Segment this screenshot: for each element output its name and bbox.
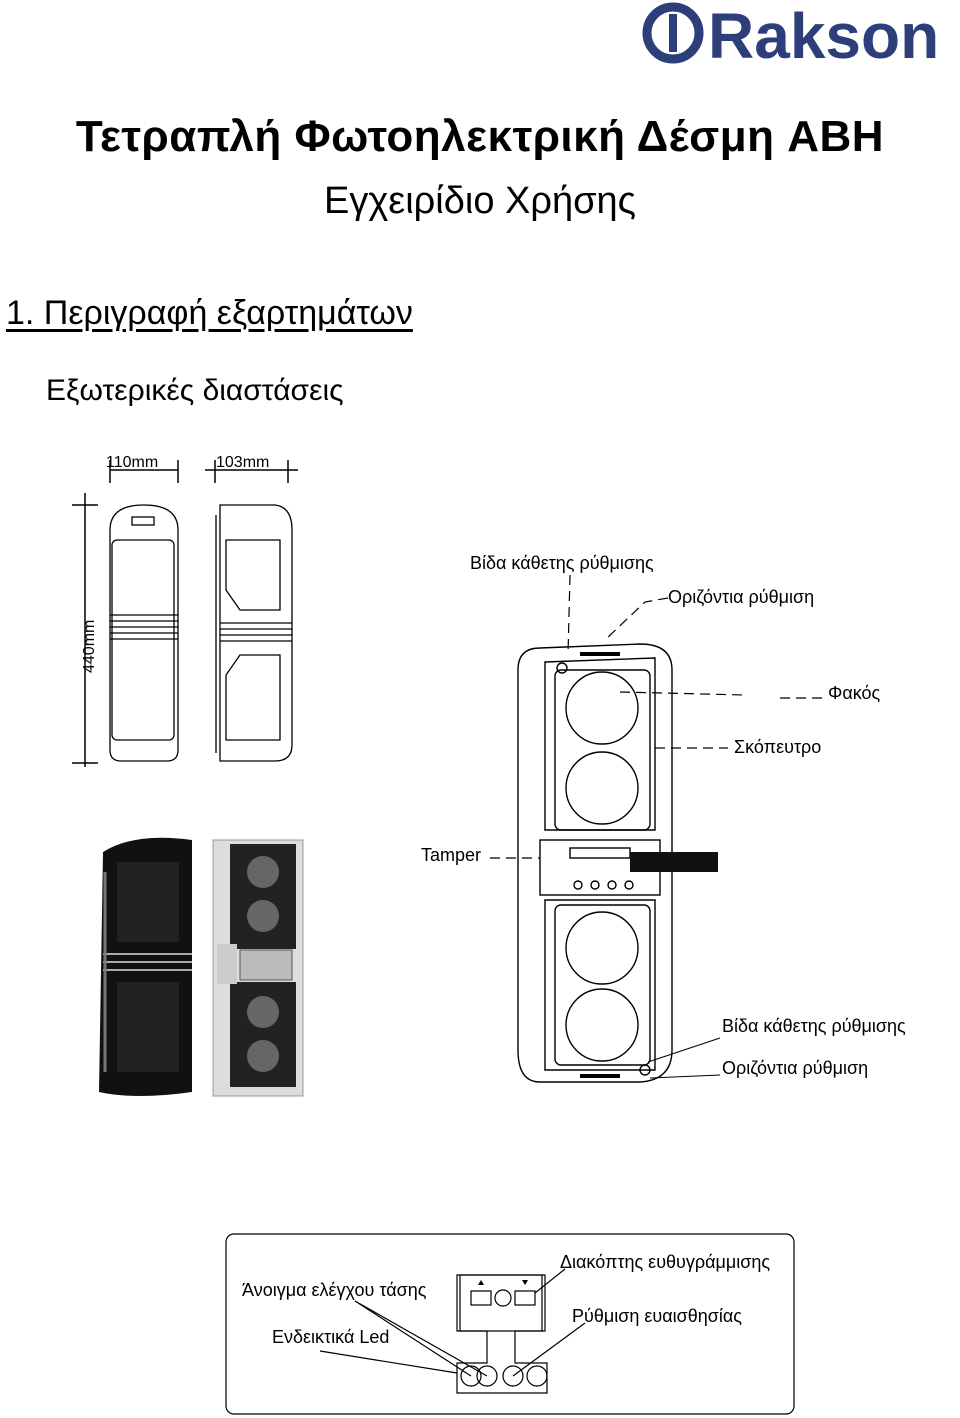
label-led-indicators: Ενδεικτικά Led: [272, 1327, 390, 1347]
section-subheading: Εξωτερικές διαστάσεις: [46, 374, 344, 407]
document-subtitle: Εγχειρίδιο Χρήσης: [323, 180, 636, 222]
component-diagram: [517, 643, 718, 1083]
label-vertical-screw-top: Βίδα κάθετης ρύθμισης: [470, 553, 654, 573]
document-title: Τετραπλή Φωτοηλεκτρική Δέσμη ABH: [75, 112, 885, 161]
brand-name: Rakson: [708, 0, 939, 70]
label-sight: Σκόπευτρο: [734, 737, 822, 757]
rakson-logo: Rakson: [642, 0, 939, 70]
label-horizontal-adjust-bottom: Οριζόντια ρύθμιση: [722, 1058, 869, 1078]
device-photos: [99, 837, 304, 1097]
label-tamper: Tamper: [421, 845, 482, 865]
label-voltage-check: Άνοιγμα ελέγχου τάσης: [242, 1280, 427, 1300]
label-vertical-screw-bottom: Βίδα κάθετης ρύθμισης: [722, 1016, 906, 1036]
label-alignment-switch: Διακόπτης ευθυγράμμισης: [560, 1252, 771, 1272]
label-horizontal-adjust-top: Οριζόντια ρύθμιση: [668, 587, 815, 607]
label-sensitivity: Ρύθμιση ευαισθησίας: [572, 1306, 742, 1326]
label-lens: Φακός: [828, 683, 881, 703]
dim-front-width: 110mm: [106, 454, 158, 471]
dimension-drawing: 110mm 103mm 440mm: [72, 454, 298, 767]
dim-height: 440mm: [81, 620, 98, 673]
board-detail: [225, 1233, 795, 1415]
dim-side-width: 103mm: [216, 454, 269, 471]
section-heading: 1. Περιγραφή εξαρτημάτων: [6, 294, 413, 332]
